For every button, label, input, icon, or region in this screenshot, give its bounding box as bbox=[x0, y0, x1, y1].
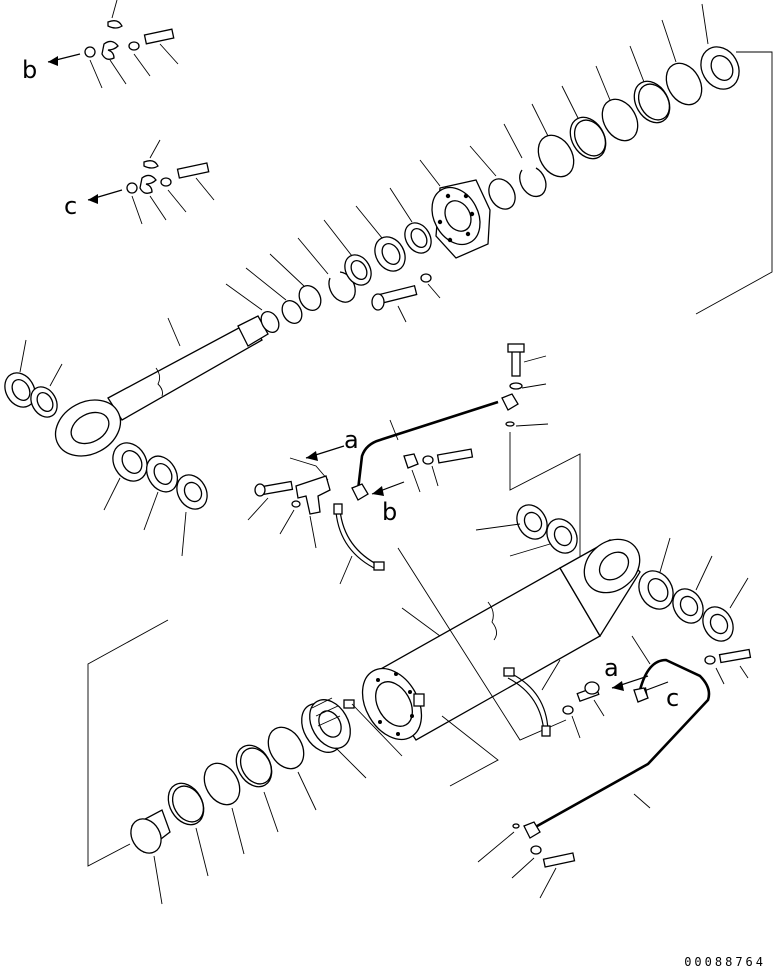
hose-clamp-bolt bbox=[403, 448, 474, 493]
hose-bracket bbox=[247, 475, 331, 549]
ref-label-c-upper: c bbox=[64, 192, 77, 220]
ref-label-a-upper: a bbox=[344, 426, 359, 454]
tube-eye-seals-right bbox=[638, 537, 749, 642]
cylinder-head bbox=[419, 123, 547, 259]
document-number: 00088764 bbox=[684, 955, 766, 969]
fastener-group-b: b bbox=[22, 0, 179, 89]
elbow-fitting-lower: a c bbox=[576, 654, 679, 717]
fastener-group-c: c bbox=[64, 139, 215, 225]
connector-line-lower bbox=[441, 715, 499, 787]
connector-line-mid bbox=[509, 432, 581, 558]
piston-assembly bbox=[87, 619, 403, 905]
band-clamp-lower bbox=[503, 659, 581, 739]
ref-label-c-lower: c bbox=[666, 684, 679, 712]
ref-label-b-upper: b bbox=[22, 56, 37, 84]
hose-assembly bbox=[351, 343, 581, 558]
ref-arrow-a-upper: a bbox=[289, 426, 359, 481]
head-bolt bbox=[371, 273, 441, 323]
cylinder-tube bbox=[361, 538, 641, 741]
connector-line-upper-right bbox=[695, 51, 773, 315]
pipe-lower bbox=[523, 635, 752, 839]
ref-label-b-mid: b bbox=[382, 498, 397, 526]
piston-rod bbox=[54, 315, 269, 457]
ref-arrow-b-mid: b bbox=[371, 481, 405, 526]
rod-rings bbox=[225, 187, 432, 333]
upper-right-seals bbox=[531, 3, 740, 178]
rod-eye-seals-right bbox=[103, 442, 208, 557]
ref-label-a-lower: a bbox=[604, 654, 619, 682]
band-clamp-upper bbox=[333, 503, 385, 585]
connector-line-tube bbox=[397, 547, 567, 741]
rod-eye-seals-left bbox=[4, 339, 63, 418]
connector-line-left bbox=[87, 619, 169, 867]
tube-eye-seals-upper bbox=[475, 504, 578, 557]
pipe-bottom-fitting bbox=[441, 715, 576, 899]
